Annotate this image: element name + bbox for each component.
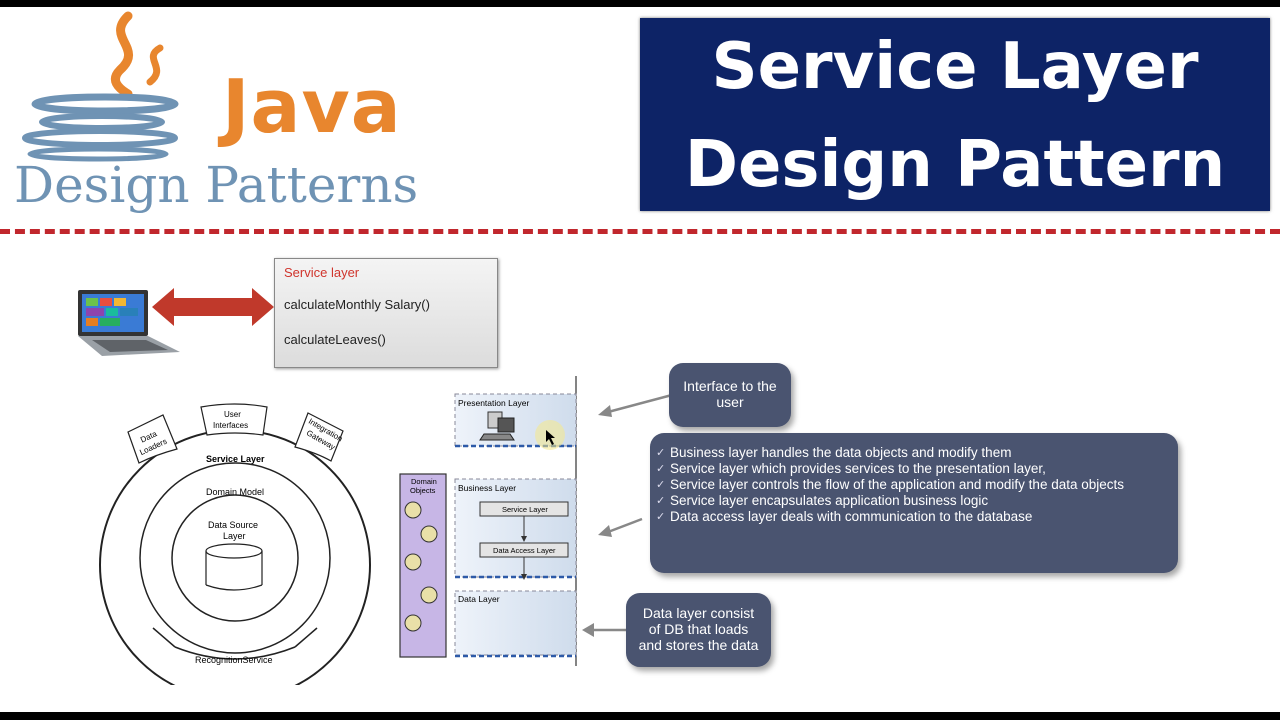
check-icon: ✓	[656, 463, 666, 475]
onion-data-source-label-1: Data Source	[208, 520, 258, 530]
check-icon: ✓	[656, 511, 666, 523]
service-layer-inner-label: Service Layer	[502, 505, 548, 514]
computer-icon	[479, 411, 515, 441]
service-layer-heading: Service layer	[284, 265, 360, 280]
interface-callout-line2: user	[716, 394, 744, 410]
business-layer-label: Business Layer	[458, 483, 516, 493]
interface-callout: Interface to the user	[669, 363, 791, 427]
design-patterns-logo-text: Design Patterns	[14, 156, 419, 214]
pointer-arrow-icon	[598, 393, 673, 417]
domain-objects-label-2: Objects	[410, 486, 436, 495]
method-calculate-leaves: calculateLeaves()	[284, 332, 386, 347]
mouse-cursor-icon	[546, 430, 555, 445]
callout-bullet: ✓Service layer controls the flow of the …	[656, 477, 1125, 492]
db-cylinder-icon	[205, 543, 263, 591]
data-layer-callout: Data layer consist of DB that loads and …	[626, 593, 771, 667]
service-layer-box: Service layer calculateMonthly Salary() …	[274, 258, 498, 368]
onion-domain-model-label: Domain Model	[206, 487, 264, 497]
pointer-arrow-icon	[598, 517, 643, 537]
data-callout-line3: and stores the data	[638, 637, 759, 653]
business-layer-callout: ✓Business layer handles the data objects…	[650, 433, 1178, 573]
callout-bullet: ✓Data access layer deals with communicat…	[656, 509, 1033, 524]
onion-tab-user-interfaces-line2: Interfaces	[213, 421, 248, 430]
callout-bullet: ✓Business layer handles the data objects…	[656, 445, 1012, 460]
pointer-arrow-icon	[582, 623, 628, 637]
top-border	[0, 0, 1280, 7]
onion-data-source-label-2: Layer	[223, 531, 246, 541]
onion-tab-user-interfaces-line1: User	[224, 410, 241, 419]
laptop-icon	[78, 290, 180, 356]
data-callout-line1: Data layer consist	[642, 605, 755, 621]
data-layer-label: Data Layer	[458, 594, 500, 604]
onion-architecture-diagram: Data Loaders User Interfaces Integration…	[99, 403, 371, 685]
double-arrow-icon	[152, 288, 274, 326]
data-callout-line2: of DB that loads	[648, 621, 749, 637]
method-calculate-monthly-salary: calculateMonthly Salary()	[284, 297, 430, 312]
title-line-1: Service Layer	[711, 30, 1199, 104]
java-cup-icon	[22, 11, 179, 162]
domain-objects-label-1: Domain	[411, 477, 437, 486]
dashed-divider	[0, 229, 1280, 234]
callout-bullet: ✓Service layer which provides services t…	[656, 461, 1046, 476]
bottom-border	[0, 712, 1280, 720]
interface-callout-line1: Interface to the	[683, 378, 777, 394]
check-icon: ✓	[656, 495, 666, 507]
check-icon: ✓	[656, 479, 666, 491]
data-access-layer-label: Data Access Layer	[493, 546, 556, 555]
title-banner: Service Layer Design Pattern	[640, 18, 1270, 211]
callout-bullet: ✓Service layer encapsulates application …	[656, 493, 989, 508]
onion-service-layer-label: Service Layer	[206, 454, 265, 464]
presentation-layer-label: Presentation Layer	[458, 398, 530, 408]
layered-architecture-diagram: Domain Objects Presentation Layer Busine…	[399, 376, 577, 666]
title-line-2: Design Pattern	[684, 128, 1226, 202]
java-logo-text: Java	[222, 64, 402, 150]
onion-recognition-service-label: RecognitionService	[195, 655, 273, 665]
check-icon: ✓	[656, 447, 666, 459]
